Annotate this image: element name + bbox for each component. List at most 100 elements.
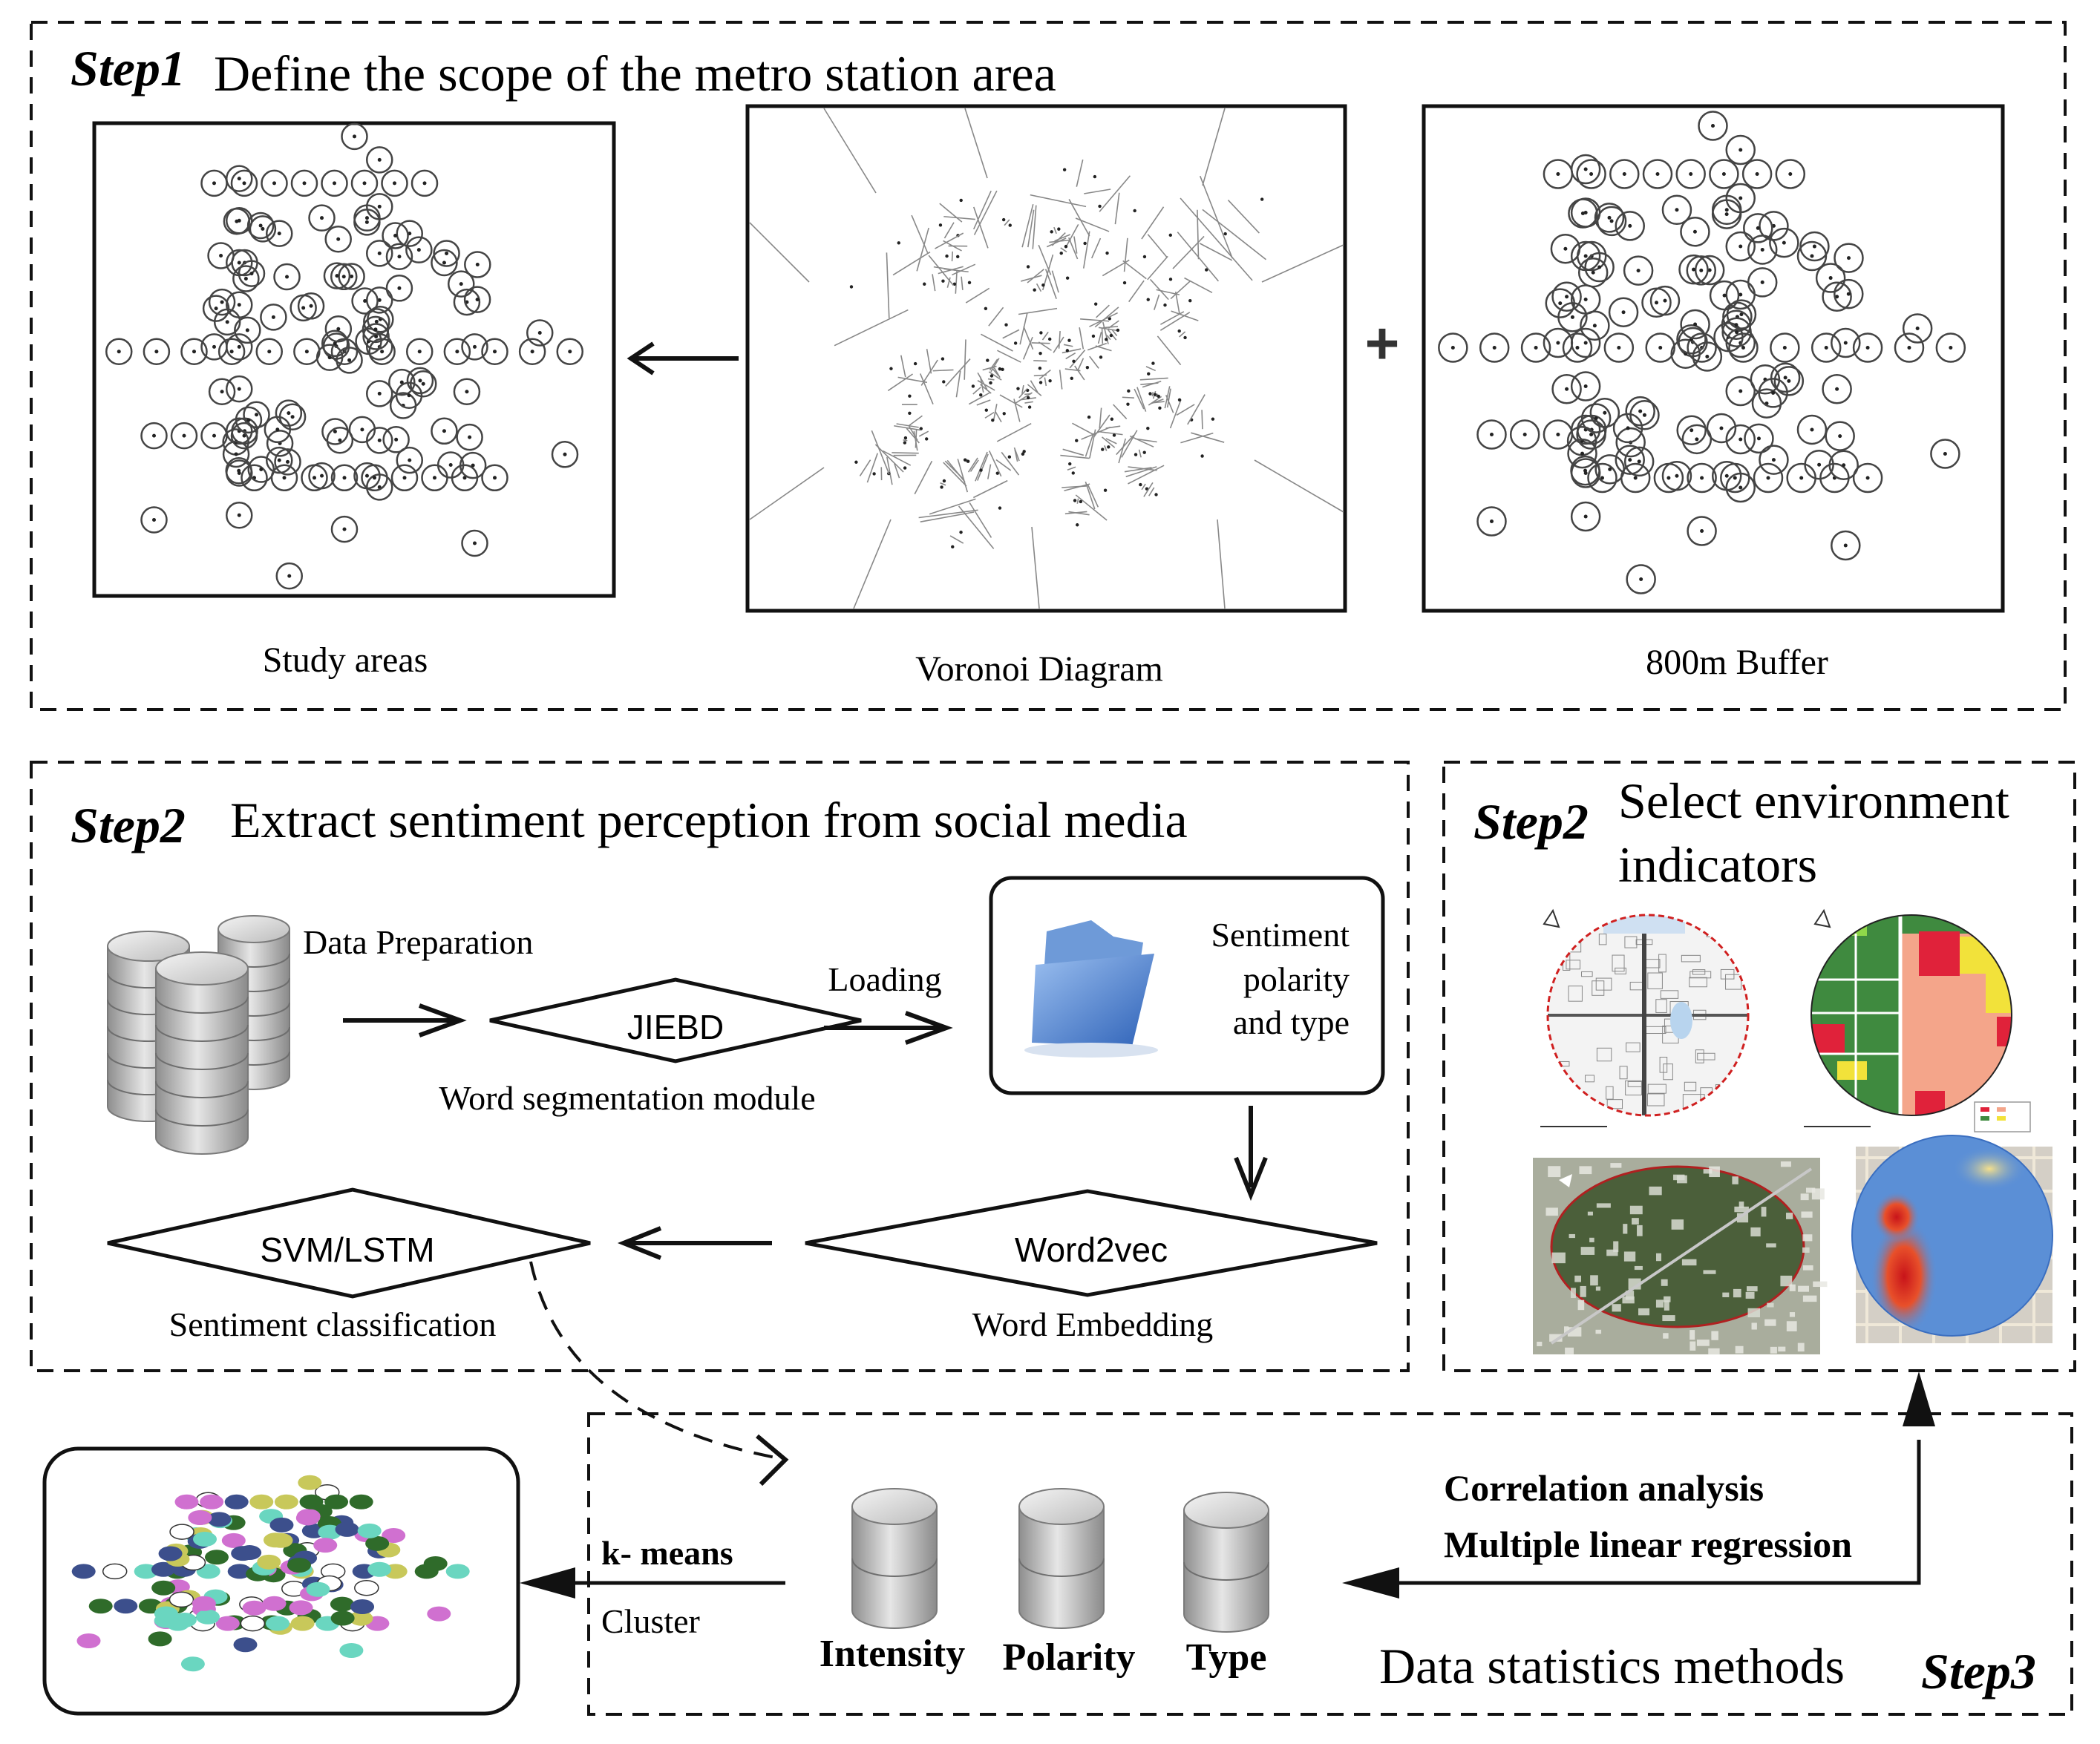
station-point	[1738, 196, 1743, 200]
station-buffer-circle	[1834, 243, 1864, 273]
voronoi-edge	[949, 535, 964, 544]
voronoi-edge	[1067, 237, 1079, 260]
station-buffer-circle	[1676, 415, 1707, 445]
voronoi-site	[1116, 328, 1120, 332]
station-point	[377, 391, 382, 396]
station-point	[1771, 458, 1776, 462]
word-segmentation-label: Word segmentation module	[439, 1079, 815, 1117]
station-point	[1534, 346, 1538, 350]
station-point	[1943, 452, 1947, 456]
station-point	[1721, 172, 1726, 176]
station-point	[1556, 341, 1560, 345]
voronoi-edge	[900, 355, 906, 378]
voronoi-site	[925, 437, 929, 441]
cluster-station	[295, 1510, 320, 1526]
station-point	[1628, 458, 1632, 462]
station-buffer-circle	[366, 240, 393, 267]
voronoi-edge	[886, 456, 893, 485]
cluster-station	[445, 1564, 470, 1579]
station-point	[220, 300, 224, 304]
voronoi-site	[1148, 392, 1152, 396]
station-point	[234, 452, 238, 456]
station-point	[1609, 219, 1614, 223]
station-buffer-circle	[234, 316, 261, 344]
station-buffer-circle	[208, 378, 236, 405]
voronoi-edge	[918, 509, 978, 519]
station-point	[459, 282, 463, 286]
station-point	[1675, 473, 1679, 478]
station-point	[418, 378, 422, 383]
cluster-station	[274, 1494, 298, 1509]
station-buffer-circle	[396, 220, 423, 247]
voronoi-site	[984, 408, 989, 412]
station-buffer-circle	[308, 204, 336, 232]
station-buffer-circle	[321, 169, 348, 197]
cluster-station	[172, 1612, 197, 1627]
station-point	[237, 468, 241, 473]
station-buffer-circle	[526, 319, 554, 347]
station-point	[282, 476, 287, 480]
station-point	[1637, 459, 1641, 464]
cluster-station	[354, 1579, 379, 1596]
voronoi-edge	[1090, 237, 1102, 259]
station-point	[1783, 376, 1787, 380]
station-point	[465, 390, 469, 394]
station-buffer-circle	[243, 401, 270, 429]
voronoi-edge	[1022, 336, 1033, 360]
station-point	[225, 320, 229, 324]
station-buffer-circle	[1645, 332, 1675, 363]
station-point	[1556, 172, 1560, 176]
station-point	[272, 181, 276, 186]
station-buffer-circle	[1642, 159, 1673, 189]
voronoi-edge	[1159, 312, 1191, 331]
voronoi-site	[1079, 499, 1083, 504]
voronoi-site	[1205, 268, 1208, 272]
station-buffer-circle	[241, 464, 268, 492]
voronoi-edge	[1138, 449, 1142, 458]
station-point	[1741, 346, 1745, 350]
station-point	[212, 181, 216, 186]
cluster-station	[242, 1600, 266, 1616]
voronoi-edge	[980, 333, 1013, 352]
voronoi-edge	[1076, 498, 1079, 504]
step2-environment-frame	[1442, 761, 2076, 1372]
station-point	[237, 303, 241, 307]
station-buffer-circle	[1694, 255, 1725, 286]
voronoi-site	[1038, 381, 1043, 384]
voronoi-site	[942, 380, 946, 384]
station-point	[1490, 519, 1494, 523]
voronoi-site	[1168, 233, 1172, 237]
station-buffer-circle	[225, 456, 252, 485]
voronoi-edge	[1099, 175, 1131, 212]
satellite-indicator	[1533, 1158, 1828, 1355]
station-point	[448, 463, 453, 468]
voronoi-edge	[1027, 269, 1044, 283]
connector-line	[1388, 1440, 1921, 1585]
arrow-jiebd-to-sentiment-head	[904, 1011, 953, 1045]
voronoi-site	[1126, 402, 1130, 406]
voronoi-edge	[1001, 451, 1020, 476]
cluster-station	[339, 1643, 364, 1658]
voronoi-edge	[1089, 429, 1096, 459]
station-point	[212, 433, 216, 438]
voronoi-edge	[964, 339, 966, 380]
voronoi-edge	[977, 453, 989, 481]
voronoi-edge	[1106, 335, 1111, 341]
station-buffer-circle	[405, 236, 433, 263]
station-buffer-circle	[1725, 376, 1756, 407]
voronoi-edge	[984, 411, 995, 419]
cluster-station	[193, 1532, 217, 1547]
voronoi-edge	[1021, 203, 1034, 248]
cluster-station	[215, 1616, 240, 1631]
station-point	[342, 476, 347, 480]
voronoi-edge	[896, 423, 919, 428]
step1-frame	[30, 21, 2067, 711]
voronoi-site	[1093, 302, 1098, 306]
station-buffer-circle	[1804, 449, 1834, 480]
station-point	[338, 438, 342, 442]
voronoi-edge	[1085, 433, 1094, 457]
voronoi-site	[849, 285, 854, 289]
data-statistics-label: Data statistics methods	[1379, 1638, 1845, 1694]
station-point	[1492, 346, 1497, 350]
station-point	[1738, 389, 1743, 393]
